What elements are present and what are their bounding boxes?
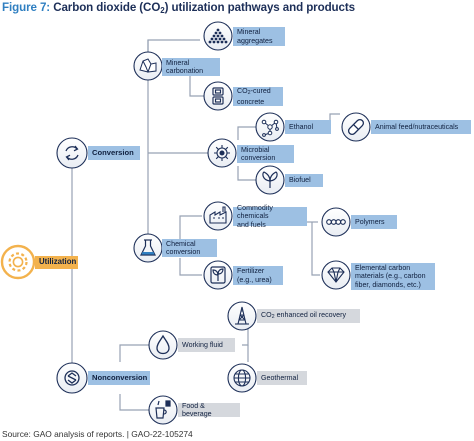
ethanol-label: Ethanol	[285, 120, 331, 134]
aggregate-pile-icon	[208, 28, 228, 44]
sprout-icon	[210, 266, 226, 284]
eor-label-sub: 2	[271, 313, 275, 320]
mineral-carbonation-label-text: Mineral carbonation	[166, 58, 204, 75]
concrete-blocks-icon	[212, 87, 224, 105]
eor-label-pre: CO	[261, 310, 272, 319]
figure-label: Figure 7:	[2, 1, 51, 14]
elemental-label: Elemental carbon materials (e.g., carbon…	[351, 263, 435, 290]
polymers-label-text: Polymers	[355, 217, 385, 226]
source-note: Source: GAO analysis of reports. | GAO-2…	[2, 429, 193, 439]
commodity-label: Commodity chemicals and fuels	[233, 204, 307, 229]
chemical-circle	[133, 233, 163, 263]
connector-ethanol-to-feed	[329, 113, 340, 127]
concrete-label: CO2-cured concrete	[233, 87, 283, 106]
biofuel-label: Biofuel	[285, 174, 323, 187]
leaves-icon	[262, 171, 278, 188]
eor-label-text: CO2 enhanced oil recovery	[261, 311, 346, 321]
working-fluid-label: Working fluid	[178, 338, 235, 352]
concrete-label-sub: 2	[247, 90, 251, 97]
ethanol-label-text: Ethanol	[289, 122, 314, 131]
figure-title-pre: Carbon dioxide (CO	[53, 1, 161, 14]
connector-microbial-to-biofuel	[237, 166, 256, 181]
conversion-circle	[56, 137, 88, 169]
circle-nodes	[0, 21, 371, 425]
concrete-label-text: CO2-cured concrete	[237, 87, 271, 105]
figure-title-post: ) utilization pathways and products	[164, 1, 355, 14]
fertilizer-label-text: Fertilizer (e.g., urea)	[237, 267, 272, 284]
elemental-circle	[321, 260, 351, 290]
figure-title: Figure 7: Carbon dioxide (CO2) utilizati…	[2, 1, 355, 17]
animal-feed-label-text: Animal feed/nutraceuticals	[375, 122, 459, 131]
utilization-label-text: Utilization	[39, 257, 77, 267]
mineral-aggregates-label-text: Mineral aggregates	[237, 28, 273, 45]
factory-icon	[209, 206, 227, 224]
commodity-circle	[203, 201, 233, 231]
molecule-icon	[261, 119, 279, 137]
concrete-circle	[203, 81, 233, 111]
microbe-icon	[214, 145, 230, 161]
eor-label: CO2 enhanced oil recovery	[257, 309, 360, 323]
rocks-icon	[139, 58, 157, 73]
geothermal-label-text: Geothermal	[261, 373, 299, 382]
connector-chemical-to-commodity	[179, 215, 202, 240]
utilization-circle	[0, 244, 36, 280]
chemical-label: Chemical conversion	[162, 239, 217, 257]
eor-circle	[227, 301, 257, 331]
mineral-aggregates-label: Mineral aggregates	[233, 27, 285, 46]
microbial-label-text: Microbial conversion	[241, 145, 276, 162]
cup-icon	[155, 400, 171, 419]
eor-label-post: enhanced oil recovery	[274, 310, 347, 319]
working-fluid-circle	[148, 330, 178, 360]
conversion-label-text: Conversion	[92, 147, 134, 157]
conversion-label: Conversion	[88, 146, 140, 160]
connector-microbial-to-ethanol	[237, 126, 256, 140]
oil-derrick-icon	[235, 306, 249, 325]
gear-icon	[8, 252, 28, 272]
commodity-label-text: Commodity chemicals and fuels	[237, 204, 273, 229]
connector-nonconversion-to-fluid	[119, 344, 150, 362]
biofuel-label-text: Biofuel	[289, 176, 311, 185]
elemental-label-text: Elemental carbon materials (e.g., carbon…	[355, 264, 426, 289]
geothermal-label: Geothermal	[257, 371, 307, 385]
utilization-label: Utilization	[35, 256, 78, 269]
connector-chemical-to-fertilizer	[179, 258, 202, 276]
diamond-icon	[327, 267, 345, 283]
microbial-label: Microbial conversion	[237, 145, 294, 163]
concrete-label-post: -cured concrete	[237, 87, 271, 106]
droplet-icon	[156, 334, 170, 355]
nonconversion-label-text: Nonconversion	[92, 372, 148, 382]
mineral-carbonation-label: Mineral carbonation	[162, 58, 220, 76]
connector-commodity-to-elemental	[311, 222, 320, 276]
polymer-chain-icon	[326, 219, 346, 225]
connector-mineral-to-concrete	[189, 68, 206, 97]
nonconversion-label: Nonconversion	[88, 371, 150, 385]
chemical-label-text: Chemical conversion	[166, 239, 201, 256]
capsule-icon	[347, 118, 365, 136]
fertilizer-label: Fertilizer (e.g., urea)	[233, 266, 283, 285]
animal-feed-label: Animal feed/nutraceuticals	[371, 120, 471, 134]
concrete-label-pre: CO	[237, 87, 248, 96]
cycle-arrows-icon	[65, 145, 79, 161]
earth-layers-icon	[233, 369, 251, 387]
figure-title-sub: 2	[160, 6, 165, 15]
flask-icon	[140, 239, 156, 256]
working-fluid-label-text: Working fluid	[182, 340, 223, 349]
connector-nonconversion-to-food	[119, 394, 150, 411]
polymers-label: Polymers	[351, 215, 397, 229]
food-circle	[148, 395, 178, 425]
recycle-icon	[64, 370, 80, 386]
food-label-text: Food & beverage	[182, 401, 212, 418]
food-label: Food & beverage	[178, 401, 240, 418]
